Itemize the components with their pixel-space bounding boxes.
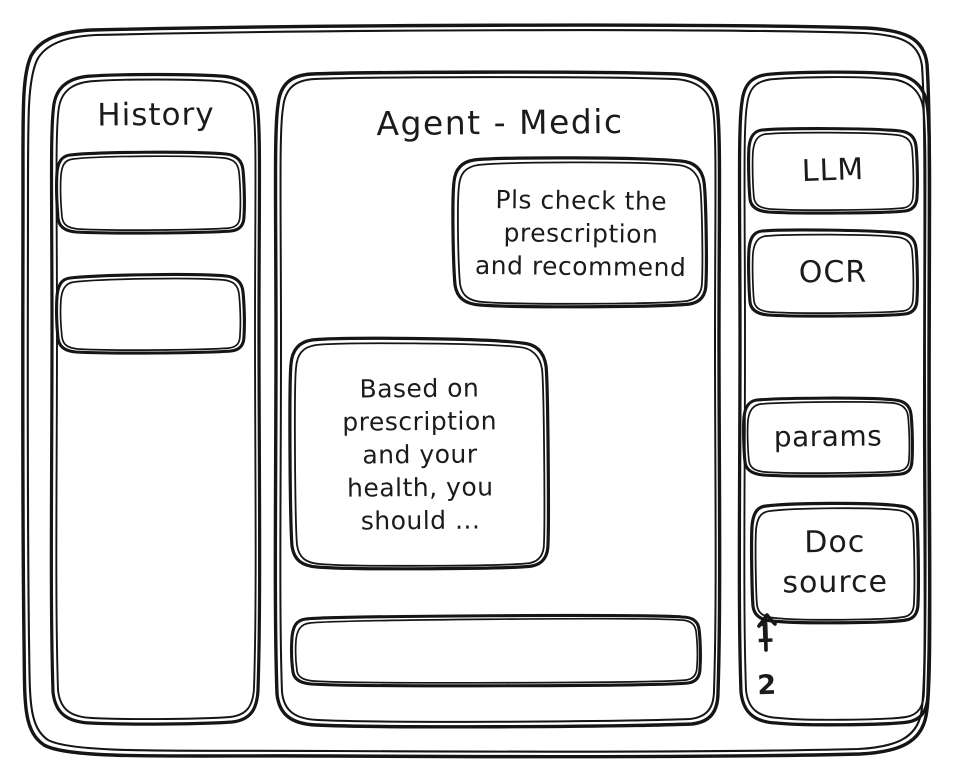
tool-chip-doc-source[interactable]: Doc source [782, 525, 889, 601]
chat-message-user: Pls check the prescription and recommend [474, 184, 687, 282]
tool-chip-ocr[interactable]: OCR [798, 254, 868, 291]
history-list-item[interactable] [57, 151, 246, 235]
doc-source-item-1[interactable]: 1 [754, 617, 776, 650]
chat-message-assistant: Based on prescription and your health, y… [342, 372, 498, 536]
tool-chip-params[interactable]: params [773, 419, 883, 453]
history-list-item[interactable] [57, 274, 246, 356]
doc-source-item-2[interactable]: 2 [756, 669, 778, 702]
history-panel-title: History [97, 96, 215, 134]
main-panel-title: Agent - Medic [376, 102, 624, 144]
composer-input[interactable] [292, 615, 701, 688]
tool-chip-llm[interactable]: LLM [801, 152, 865, 190]
